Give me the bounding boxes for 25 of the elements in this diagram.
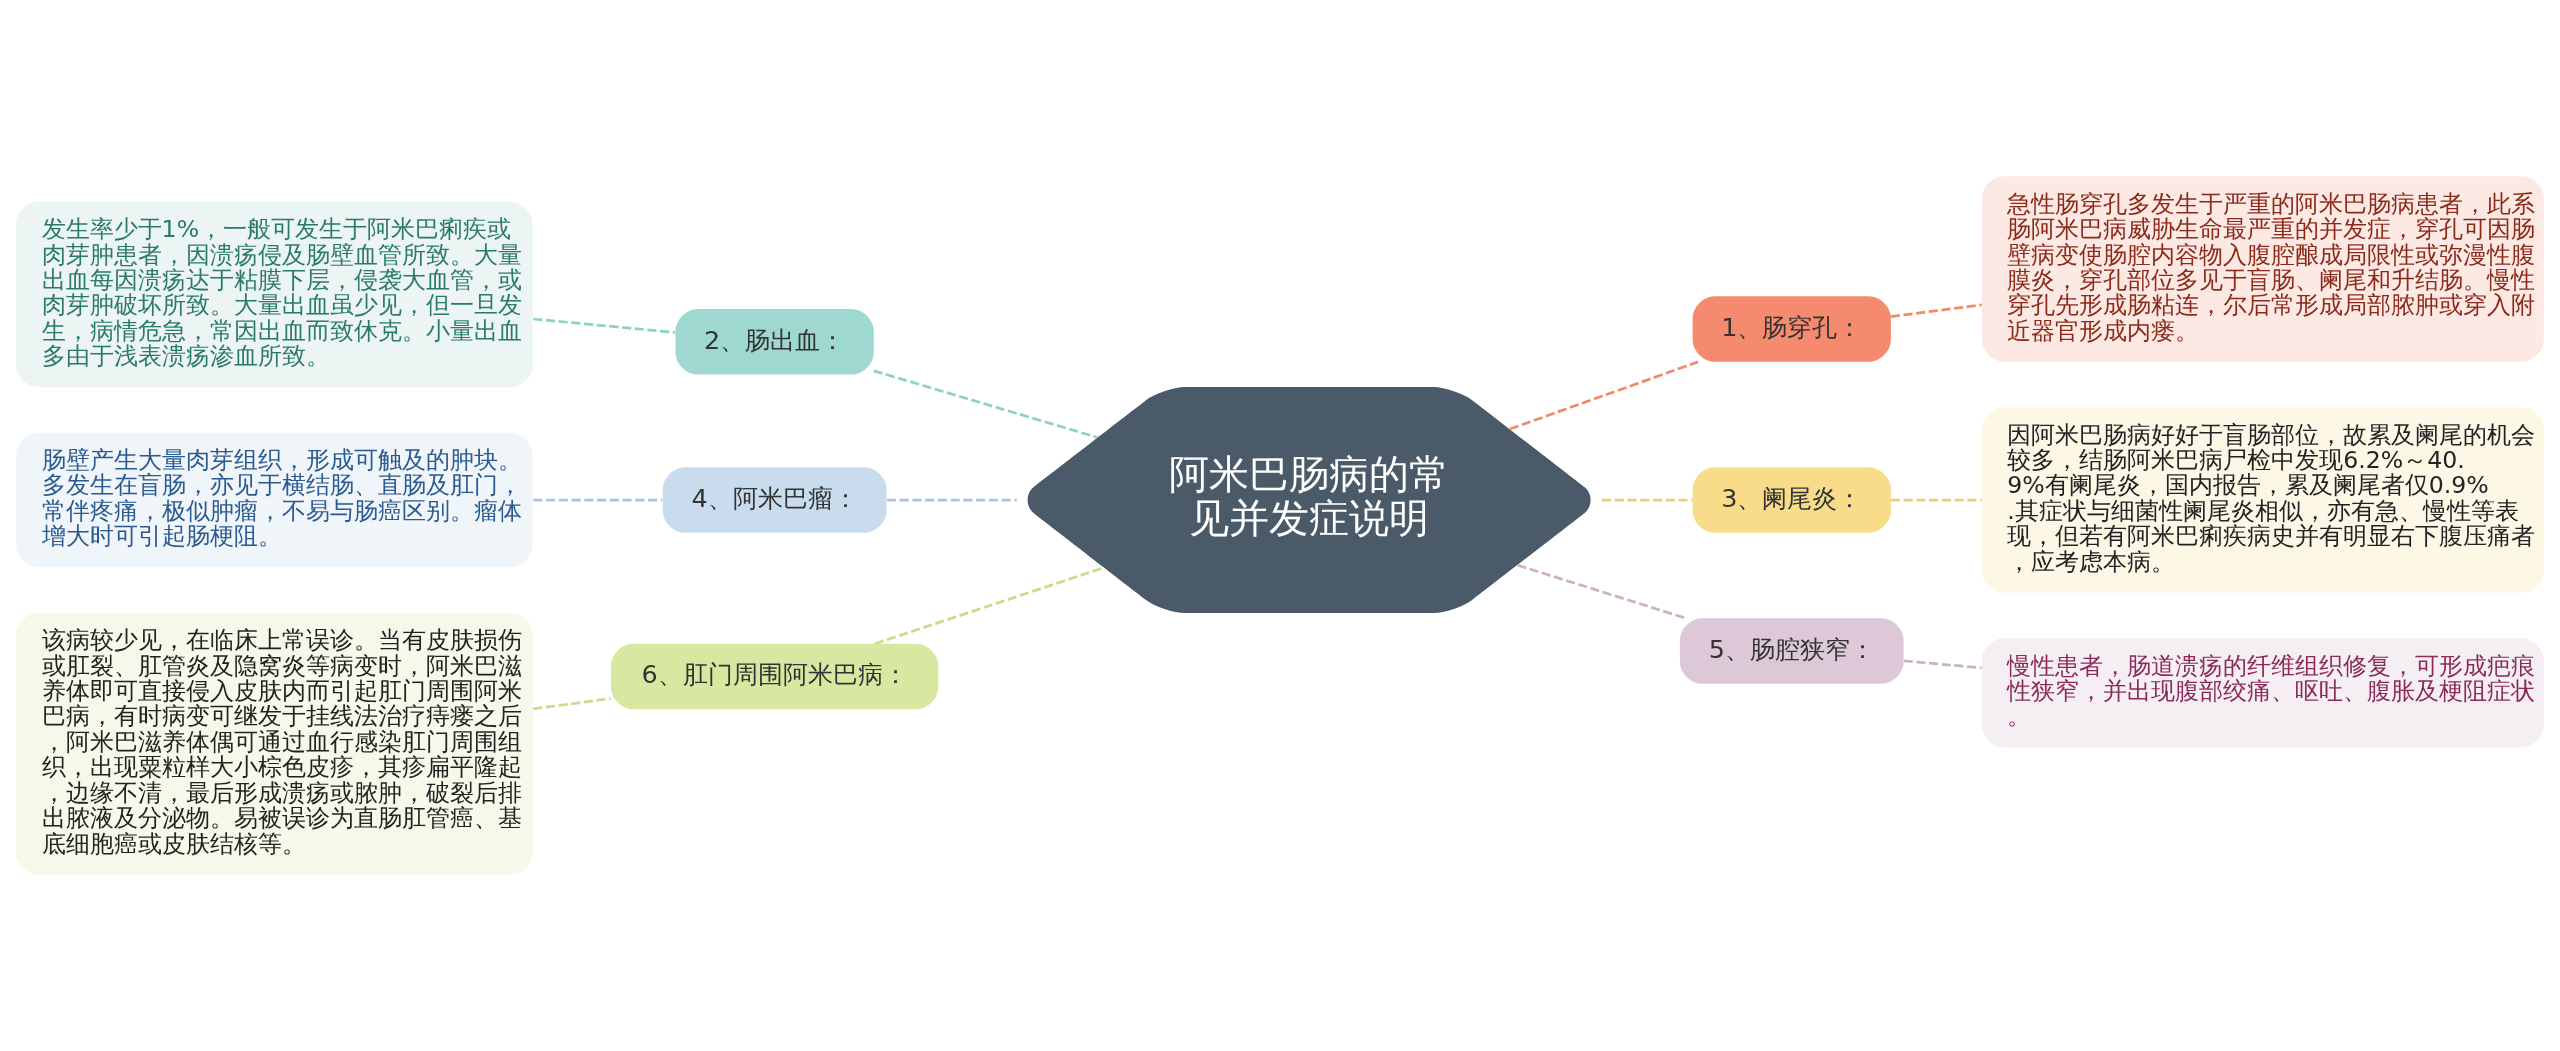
connector [1517, 563, 1686, 620]
node-box: 6、肛门周围阿米巴病： [610, 643, 939, 710]
node-box: 慢性患者，肠道溃疡的纤维组织修复，可形成疤痕性狭窄，并出现腹部绞痛、呕吐、腹胀及梗阻症状。 [1981, 638, 2544, 748]
connector [874, 566, 1105, 645]
connector [873, 369, 1098, 439]
node-box: 3、阑尾炎： [1692, 467, 1891, 533]
connector [887, 498, 1017, 502]
node-box: 急性肠穿孔多发生于严重的阿米巴肠病患者，此系肠阿米巴病威胁生命最严重的并发症，穿孔可因肠壁病变使肠腔内容物入腹腔酿成局限性或弥漫性腹膜炎，穿孔部位多见于盲肠、阑尾和升结肠。慢性穿孔先形成肠粘连，尔后常形成局部脓肿或穿入附近器官形成内瘘。 [1981, 176, 2544, 362]
node-box: 肠壁产生大量肉芽组织，形成可触及的肿块。多发生在盲肠，亦见于横结肠、直肠及肛门，常伴疼痛，极似肿瘤，不易与肠癌区别。瘤体增大时可引起肠梗阻。 [16, 432, 533, 568]
node-ellipse: 阿米巴肠病的常见并发症说明 [1027, 387, 1591, 613]
node-box: 2、肠出血： [675, 309, 874, 375]
node-box: 1、肠穿孔： [1692, 296, 1891, 362]
connector [1903, 659, 1982, 670]
connector [533, 697, 611, 711]
connector [533, 498, 663, 502]
connector [533, 317, 676, 334]
node-box: 5、肠腔狭窄： [1679, 618, 1904, 684]
connector [1602, 498, 1693, 502]
node-box: 4、阿米巴瘤： [662, 467, 887, 533]
node-box: 发生率少于1%，一般可发生于阿米巴痢疾或肉芽肿患者，因溃疡侵及肠壁血管所致。大量出血每因溃疡达于粘膜下层，侵袭大血管，或肉芽肿破坏所致。大量出血虽少见，但一旦发生，病情危急，常因出血而致休克。小量出血多由于浅表溃疡渗血所致。 [16, 201, 533, 388]
node-box: 因阿米巴肠病好好于盲肠部位，故累及阑尾的机会较多，结肠阿米巴病尸检中发现6.2%～40.9%有阑尾炎，国内报告，累及阑尾者仅0.9%.其症状与细菌性阑尾炎相似，亦有急、慢性等表现，但若有阿米巴痢疾病史并有明显右下腹压痛者，应考虑本病。 [1981, 407, 2544, 593]
node-box: 该病较少见，在临床上常误诊。当有皮肤损伤或肛裂、肛管炎及隐窝炎等病变时，阿米巴滋养体即可直接侵入皮肤内而引起肛门周围阿米巴病，有时病变可继发于挂线法治疗痔瘘之后，阿米巴滋养体偶可通过血行感染肛门周围组织，出现粟粒样大小棕色皮疹，其疹扁平隆起，边缘不清，最后形成溃疡或脓肿，破裂后排出脓液及分泌物。易被误诊为直肠肛管癌、基底细胞癌或皮肤结核等。 [16, 612, 533, 875]
connector [1509, 360, 1699, 431]
connector [1890, 303, 1982, 318]
connector [1891, 498, 1982, 502]
